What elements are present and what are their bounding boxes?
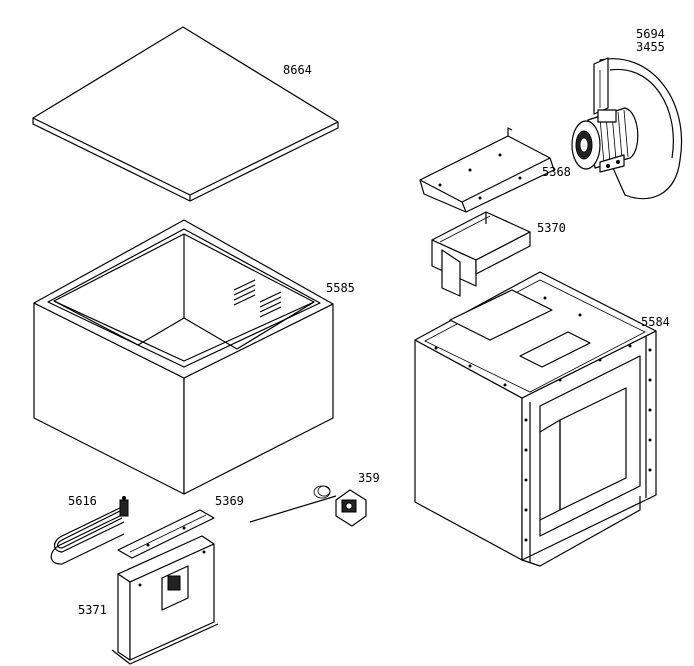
label-3455: 3455 xyxy=(636,40,665,54)
part-5616-heater xyxy=(50,496,129,565)
label-5369: 5369 xyxy=(215,494,244,508)
part-5694-blower xyxy=(571,57,682,200)
part-5369-plate xyxy=(117,509,215,559)
label-5371: 5371 xyxy=(78,603,107,617)
label-5694: 5694 xyxy=(636,27,665,41)
part-8664-lid xyxy=(32,26,339,202)
label-5370: 5370 xyxy=(537,221,566,235)
part-5370-duct xyxy=(431,211,531,297)
part-359-thermostat xyxy=(249,485,367,527)
label-5585: 5585 xyxy=(326,281,355,295)
part-5584-cabinet xyxy=(414,271,657,567)
label-8664: 8664 xyxy=(283,63,312,77)
vent-slots xyxy=(233,279,282,318)
screw-holes xyxy=(434,296,652,542)
label-5368: 5368 xyxy=(542,165,571,179)
part-5368-tray xyxy=(419,127,555,213)
label-5584: 5584 xyxy=(641,315,670,329)
label-5616: 5616 xyxy=(68,494,97,508)
part-5585-outer-box xyxy=(33,219,334,495)
label-359: 359 xyxy=(358,471,380,485)
part-5371-housing xyxy=(111,535,219,665)
